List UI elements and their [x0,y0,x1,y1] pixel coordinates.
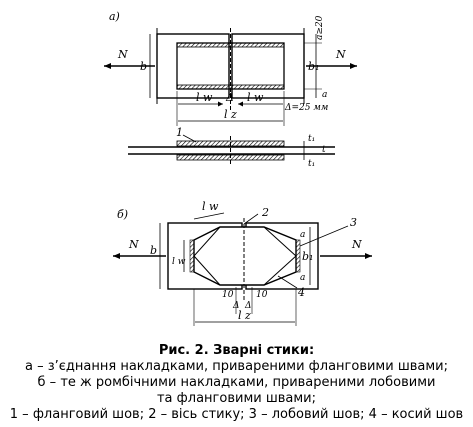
oblique-edge-1 [193,226,221,257]
callout-1-leader [182,134,197,143]
dim-t-a: t [322,145,326,155]
dim-lw-right-a: l w [247,91,264,104]
figure-a-section: 1 t₁ t t₁ [128,126,335,169]
dim-delta-a: Δ [225,91,234,104]
dim-lw-vertical-b: l w [172,257,186,267]
figure-b-label: б) [117,208,128,221]
caption-line-a: а – з’єднання накладками, привареними фл… [25,359,448,374]
dim-line-lw-top [193,212,225,220]
oblique-edge-4 [263,255,297,286]
dim-10-left-b: 10 [222,290,234,300]
front-weld-right [295,239,301,273]
callout-2-leader [243,213,259,225]
callout-1: 1 [176,126,183,139]
caption-title: Рис. 2. Зварні стики: [158,343,315,358]
oblique-edge-2 [193,255,221,286]
dim-t1-bottom-a: t₁ [308,159,315,169]
dim-lw-left-a: l w [196,91,213,104]
figure-a-label: а) [109,10,120,23]
callout-2: 2 [261,206,269,219]
dim-b-b: b [150,244,157,257]
oblique-edge-3 [263,226,297,257]
callout-3-leader [299,225,349,247]
dim-delta-right-b: Δ [244,301,252,311]
caption-line-b2: та фланговими швами; [156,391,316,406]
force-label-left-b: N [128,238,139,251]
weld-joints-drawing: а) N N b a≥20 b₁ a l w l w Δ [104,10,372,326]
figure-b-plan: б) N N b l w l w a b₁ a 2 [113,200,372,326]
callout-4: 4 [297,286,305,299]
figure-caption: Рис. 2. Зварні стики: а – з’єднання накл… [0,343,473,423]
caption-legend: 1 – фланговий шов; 2 – вісь стику; 3 – л… [9,407,464,422]
force-label-right-a: N [335,48,346,61]
dim-lz-b: l z [238,309,251,322]
dim-10-right-b: 10 [256,290,268,300]
dim-b1-b: b₁ [302,250,313,263]
caption-line-b1: б – те ж ромбічними накладками, приварен… [37,375,436,390]
dim-lz-a: l z [224,108,237,121]
delta-value-a: Δ=25 мм [284,103,328,113]
dim-a-top-b: a [300,230,305,240]
dim-b-a: b [140,60,147,73]
front-weld-left [189,239,195,273]
rhombic-cover-plate [193,226,297,286]
dim-b1-a: b₁ [308,60,319,73]
figure-a-plan: а) N N b a≥20 b₁ a l w l w Δ [104,10,357,126]
dim-t1-top-a: t₁ [308,134,315,144]
callout-4-leader [277,275,298,289]
force-label-right-b: N [351,238,362,251]
dim-a-top-a: a≥20 [315,15,325,40]
dim-delta-left-b: Δ [232,301,240,311]
dim-a-bottom-a: a [322,90,327,100]
force-label-left-a: N [117,48,128,61]
dim-lw-b: l w [202,200,219,213]
callout-3: 3 [350,216,357,229]
dim-a-bottom-b: a [300,273,305,283]
